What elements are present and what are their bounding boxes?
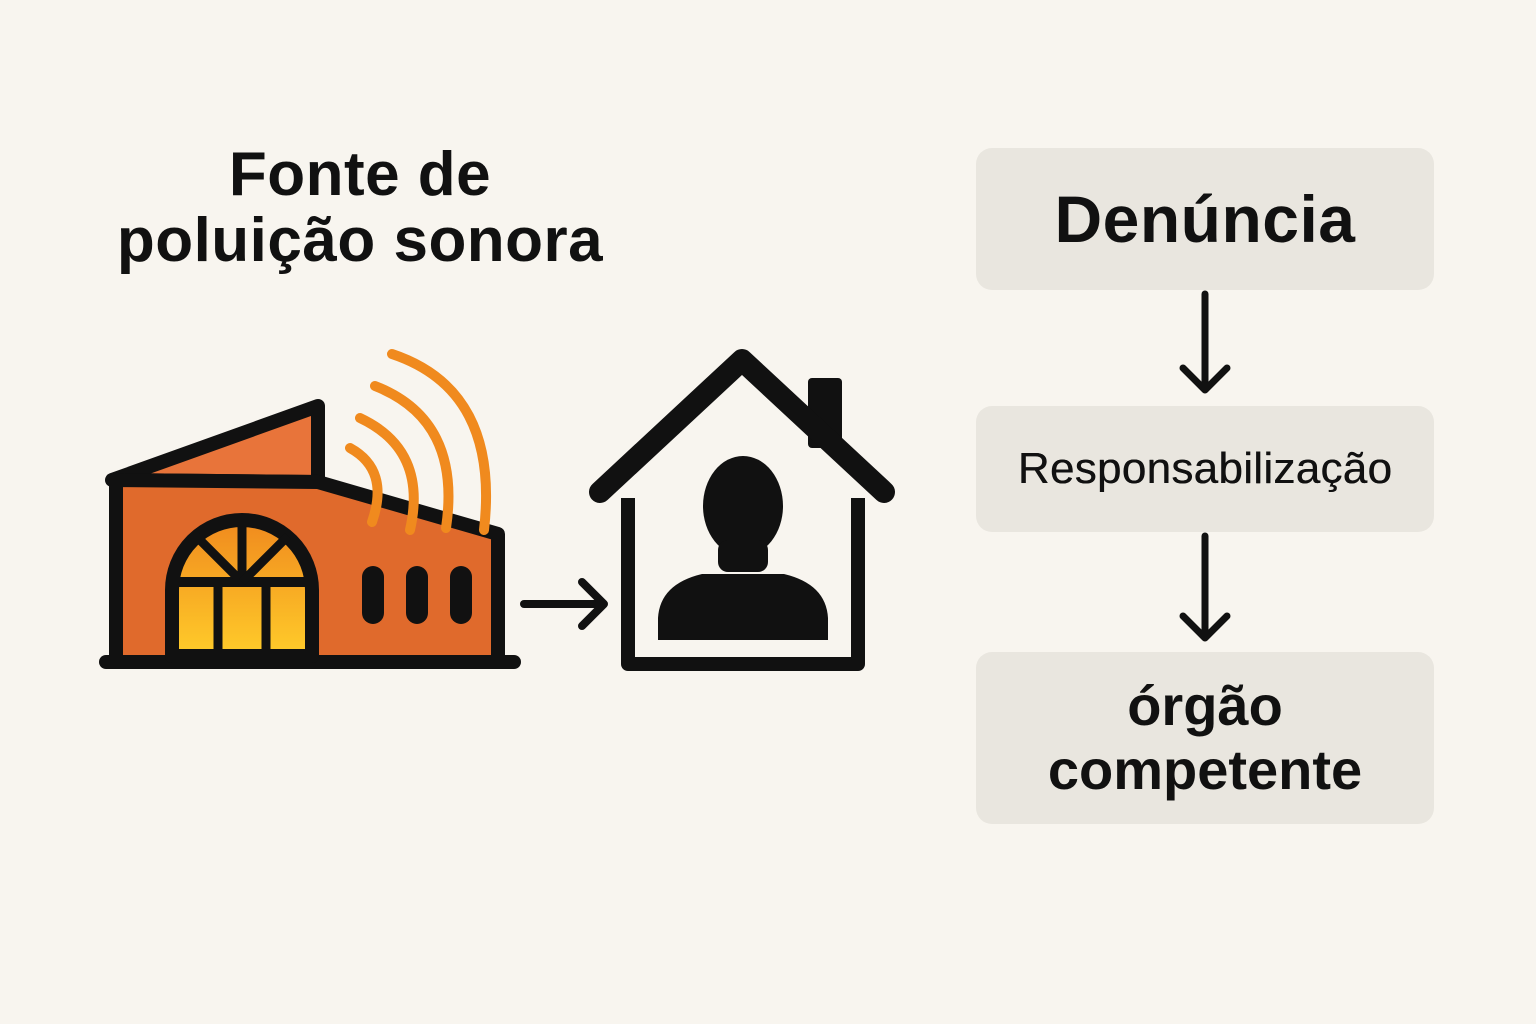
- noise-source-title-line1: Fonte de: [228, 140, 492, 209]
- step-orgao-label-line1: órgão: [1127, 674, 1283, 737]
- step-responsabilizacao-label: Responsabilização: [1017, 444, 1393, 493]
- step-responsabilizacao-box: Responsabilização: [976, 406, 1434, 532]
- step-denuncia-box: Denúncia: [976, 148, 1434, 290]
- noise-source-title: Fonte de poluição sonora: [60, 142, 660, 274]
- step-orgao-label-line2: competente: [1047, 738, 1363, 801]
- factory-building-icon: [99, 399, 521, 669]
- step-denuncia-label: Denúncia: [1054, 182, 1356, 256]
- noise-source-title-line2: poluição sonora: [116, 206, 604, 275]
- step-orgao-competente-box: órgão competente: [976, 652, 1434, 824]
- flow-arrow-1: [1179, 290, 1231, 394]
- right-arrow-icon: [520, 578, 608, 630]
- house-with-person-icon: [589, 349, 895, 671]
- flow-arrow-2: [1179, 532, 1231, 642]
- person-silhouette-icon: [658, 456, 828, 640]
- sound-waves-icon: [345, 349, 492, 535]
